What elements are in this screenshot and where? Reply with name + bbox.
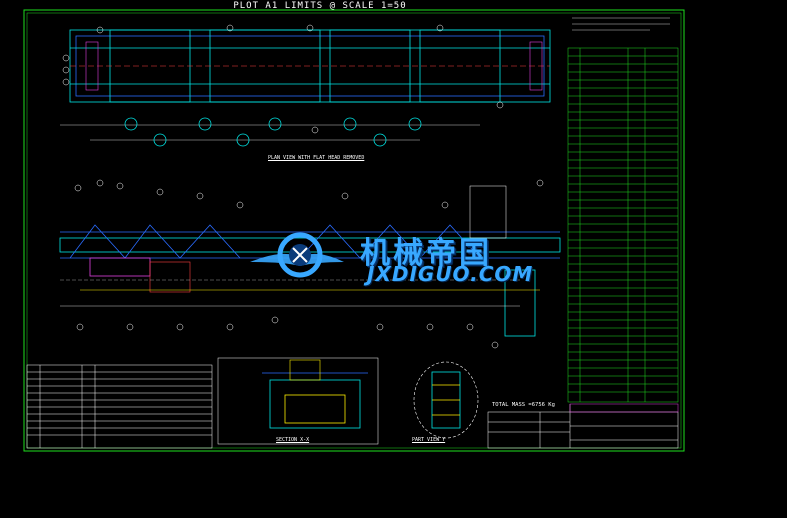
sheet-inner-border — [26, 12, 682, 449]
plan-view-supports — [124, 117, 422, 147]
parts-list — [567, 47, 679, 403]
notes-block — [572, 17, 670, 31]
plan-view-label: PLAN VIEW WITH FLAT HEAD REMOVED — [268, 155, 365, 161]
section-view — [217, 357, 379, 445]
plan-view-balloons — [62, 24, 504, 134]
title-block — [487, 403, 679, 449]
watermark-name: 机械帝国 — [360, 236, 492, 271]
watermark-url: JXDIGUO.COM — [367, 262, 534, 286]
side-elevation — [59, 185, 561, 337]
part-view-label: PART VIEW Y — [412, 437, 446, 443]
watermark-logo — [250, 232, 344, 278]
section-view-label: SECTION X-X — [276, 437, 310, 443]
side-elevation-balloons — [74, 179, 544, 349]
plan-view — [60, 29, 551, 141]
part-view — [413, 361, 479, 439]
plot-title: PLOT A1 LIMITS @ SCALE 1=50 — [233, 1, 407, 11]
sheet-border — [23, 9, 685, 452]
revision-table — [26, 364, 213, 449]
total-mass: TOTAL MASS =6756 Kg — [492, 402, 555, 408]
